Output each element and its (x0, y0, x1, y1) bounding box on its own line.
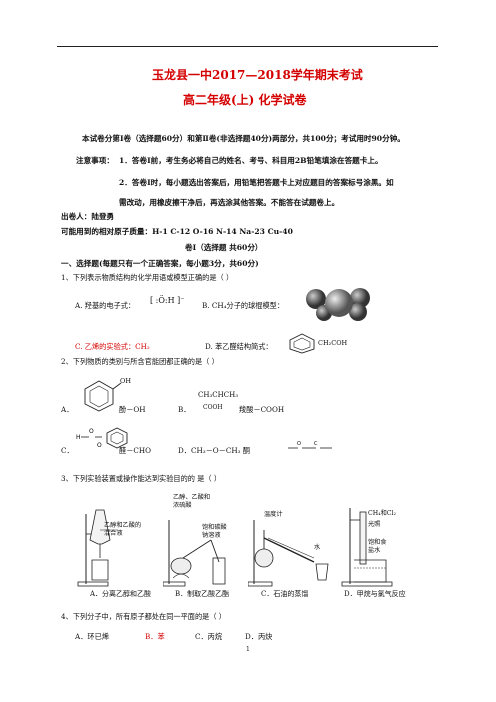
q4-option-b: B．苯 (145, 632, 165, 641)
q2-option-a-text: 酚－OH (119, 405, 146, 414)
benzene-ring-icon (289, 333, 315, 354)
q4-option-a: A．环已烯 (75, 632, 109, 641)
notes-label: 注意事项： (76, 156, 114, 165)
q3-stem: 3、下列实验装置或操作能达到实验目的的 是（ ） (61, 474, 222, 483)
apparatus-d-label-1: CH₄和Cl₂ (368, 510, 396, 517)
separatory-funnel-image (77, 509, 118, 587)
svg-text:O: O (297, 441, 301, 447)
q1-option-c: C. 乙烯的实验式：CH₂ (75, 342, 150, 351)
q2-stem: 2、下列物质的类别与所含官能团都正确的是（ ） (61, 357, 219, 366)
q1-option-d: D. 苯乙醛结构简式： (205, 342, 273, 351)
q1-d-formula: CH₂COH (318, 339, 348, 347)
distillation-apparatus-image (248, 520, 329, 587)
exam-subtitle: 高二年级(上) 化学试卷 (183, 93, 307, 107)
ether-skeletal-image: O C (288, 441, 332, 449)
q2-b-structure: CH₃CHCH₃ (198, 391, 238, 399)
q1-a-formula: [ :Ö:H ]⁻ (150, 296, 185, 305)
ester-preparation-apparatus-image (163, 520, 226, 587)
q1-option-a: A. 羟基的电子式： (75, 301, 136, 310)
note-1: 1．答卷Ⅰ前，考生务必将自己的姓名、考号、科目用2B铅笔填涂在答题卡上。 (119, 156, 383, 165)
q3-caption-c: C．石油的蒸馏 (261, 590, 309, 598)
q2-a-label: A． (61, 405, 74, 414)
q4-stem: 4、下列分子中，所有原子都处在同一平面的是（ ） (61, 612, 226, 621)
q3-caption-a: A．分离乙醇和乙酸 (90, 590, 152, 598)
q2-option-c-text: 醛－CHO (119, 446, 152, 455)
apparatus-a-label: 乙醇和乙酸的混合液 (104, 522, 142, 537)
q2-option-b-text: 羧酸－COOH (239, 405, 285, 414)
methane-ball-stick-image (306, 288, 370, 321)
apparatus-d-label-2: 光照 (368, 521, 381, 528)
apparatus-b-label-2: 饱和碳酸钠溶液 (202, 524, 227, 539)
page-number: 1 (246, 646, 250, 653)
svg-text:O: O (89, 428, 94, 435)
q3-caption-b: B．制取乙酸乙酯 (175, 590, 230, 598)
q1-option-b: B. CH₄分子的球棍模型： (202, 301, 285, 310)
svg-text:O: O (97, 442, 102, 449)
note-2b: 需改动，用橡皮擦干净后，再选涂其他答案。不能答在试题卷上。 (119, 198, 340, 207)
apparatus-d-label-3: 饱和食盐水 (368, 539, 387, 554)
atomic-mass-line: 可能用到的相对原子质量：H-1 C-12 O-16 N-14 Na-23 Cu-… (61, 227, 293, 236)
apparatus-c-label-2: 水 (314, 544, 321, 551)
apparatus-b-label-1: 乙醇、乙酸和浓硫酸 (173, 494, 211, 509)
phenylmethanol-structure-image (84, 380, 122, 412)
exam-title: 玉龙县一中2017—2018学年期末考试 (152, 68, 363, 82)
svg-text:C: C (314, 441, 318, 447)
q1-stem: 1、下列表示物质结构的化学用语或模型正确的是（ ） (61, 273, 234, 282)
methane-chlorine-apparatus-image (341, 508, 393, 587)
q4-option-c: C．丙烷 (195, 632, 223, 641)
apparatus-c-label-1: 温度计 (264, 511, 283, 518)
header-rule (57, 46, 438, 47)
q2-a-group: OH (120, 377, 131, 385)
q2-option-d-text: D．CH₃－O－CH₃ 酮 (178, 446, 250, 455)
q2-c-label: C． (61, 446, 74, 455)
author-line: 出卷人：陆登勇 (61, 212, 115, 221)
q3-caption-d: D．甲烷与氯气反应 (344, 590, 406, 598)
part1-heading: 一、选择题(每题只有一个正确答案，每小题3分，共60分) (61, 259, 259, 268)
ester-structure-image: H O O (76, 427, 128, 449)
q2-b-structure-cooh: COOH (203, 404, 223, 411)
section-title: 卷Ⅰ（选择题 共60分） (185, 243, 263, 252)
svg-text:H: H (76, 434, 81, 441)
q2-b-label: B． (178, 405, 191, 414)
intro-line: 本试卷分第Ⅰ卷（选择题60分）和第Ⅱ卷(非选择题40分)两部分，共100分；考试… (82, 134, 405, 143)
note-2a: 2．答卷Ⅰ时，每小题选出答案后，用铅笔把答题卡上对应题目的答案标号涂黑。如 (119, 178, 394, 187)
q4-option-d: D．丙炔 (245, 632, 273, 641)
